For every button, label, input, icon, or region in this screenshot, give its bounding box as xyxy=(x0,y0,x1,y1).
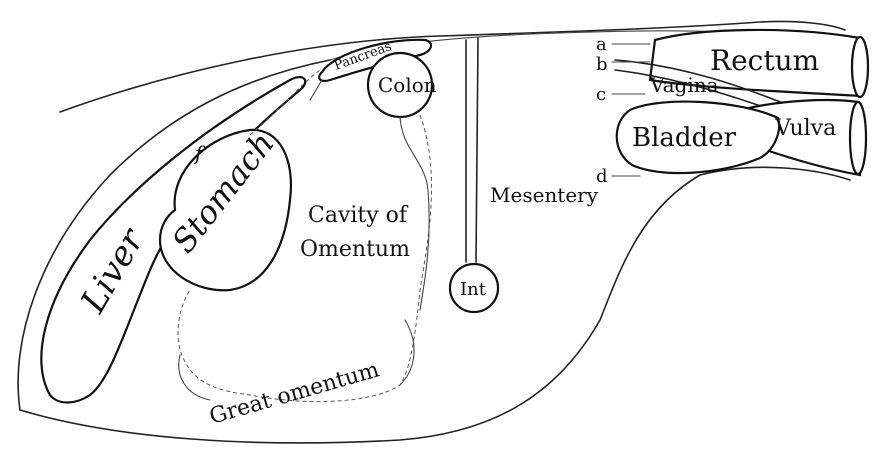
vulva-label: Vulva xyxy=(774,116,836,141)
cavity-label-line2: Omentum xyxy=(300,237,410,262)
vagina-label: Vagina xyxy=(649,73,719,97)
colon-label: Colon xyxy=(378,73,437,97)
mesentery-line xyxy=(476,38,478,262)
marker-b: b xyxy=(596,54,608,75)
rectum-end xyxy=(852,37,868,97)
great-omentum-label: Great omentum xyxy=(207,357,382,429)
cavity-label-line1: Cavity of xyxy=(308,203,409,228)
marker-d: d xyxy=(596,166,608,187)
mesentery-label: Mesentery xyxy=(490,183,599,207)
rectum-label: Rectum xyxy=(710,44,819,77)
marker-c: c xyxy=(596,84,606,105)
pointer-pancreas xyxy=(310,80,322,100)
vulva-end xyxy=(850,102,866,174)
int-label: Int xyxy=(460,279,487,300)
bladder-label: Bladder xyxy=(632,123,737,153)
marker-a: a xyxy=(596,34,607,55)
